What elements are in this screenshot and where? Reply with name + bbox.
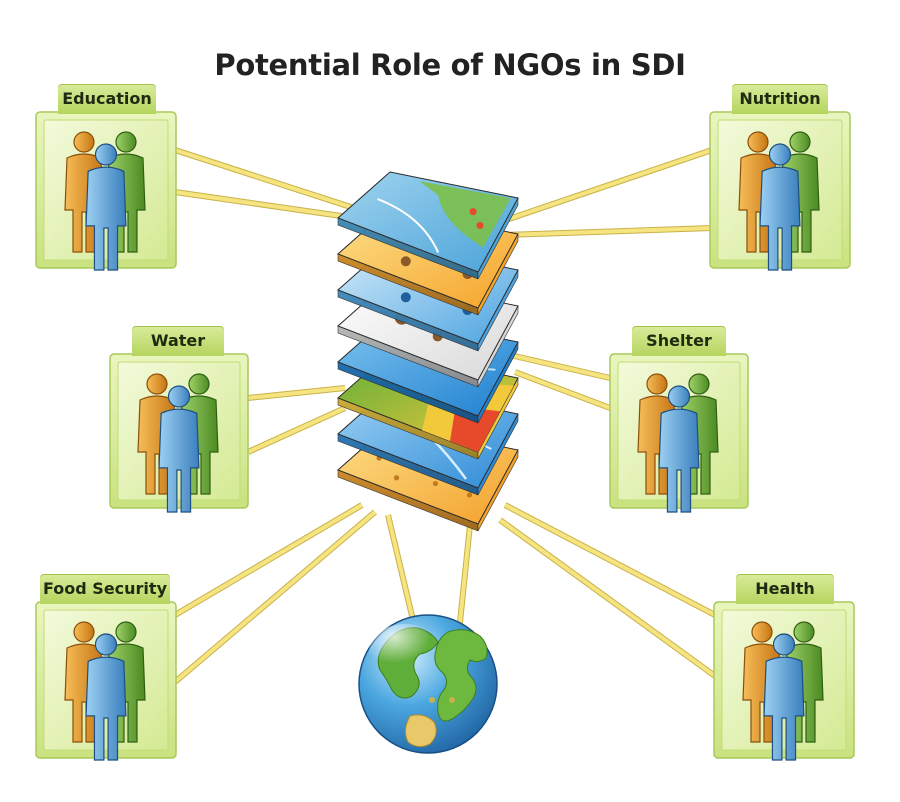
sdi-layer-stack bbox=[337, 171, 519, 532]
diagram-title: Potential Role of NGOs in SDI bbox=[214, 48, 686, 82]
connector-line bbox=[498, 518, 717, 678]
group-label-nutrition: Nutrition bbox=[732, 84, 828, 114]
connector-line bbox=[504, 503, 716, 617]
connector-line bbox=[174, 190, 356, 220]
group-box-nutrition bbox=[709, 111, 851, 271]
connector-line bbox=[247, 406, 346, 454]
group-label-water: Water bbox=[132, 326, 224, 356]
group-label-health: Health bbox=[736, 574, 834, 604]
connector-line bbox=[173, 510, 377, 684]
group-label-shelter: Shelter bbox=[632, 326, 726, 356]
connector-line bbox=[499, 148, 713, 224]
connector-line bbox=[173, 503, 364, 617]
connector-line bbox=[509, 353, 611, 380]
people-icon bbox=[64, 621, 146, 761]
people-icon bbox=[742, 621, 824, 761]
group-label-education: Education bbox=[58, 84, 156, 114]
people-icon bbox=[64, 131, 146, 271]
group-box-education bbox=[35, 111, 177, 271]
connector-line bbox=[514, 370, 611, 410]
group-label-food-security: Food Security bbox=[40, 574, 170, 604]
group-box-food-security bbox=[35, 601, 177, 761]
group-box-shelter bbox=[609, 353, 749, 513]
group-box-water bbox=[109, 353, 249, 513]
people-icon bbox=[738, 131, 820, 271]
connector-line bbox=[174, 148, 361, 212]
group-box-health bbox=[713, 601, 855, 761]
people-icon bbox=[637, 373, 719, 513]
map-layer-terrain bbox=[337, 171, 519, 280]
people-icon bbox=[137, 373, 219, 513]
connector-line bbox=[504, 226, 713, 237]
connector-line bbox=[247, 386, 346, 400]
globe-icon bbox=[358, 614, 498, 754]
